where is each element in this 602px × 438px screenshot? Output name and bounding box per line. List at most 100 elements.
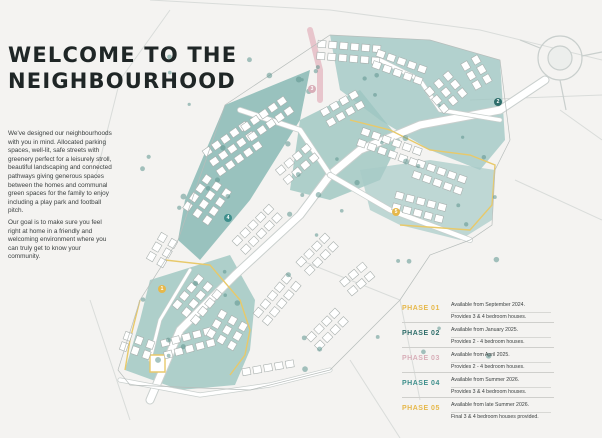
house [141, 349, 152, 361]
phase-row-02: PHASE 02 Available from January 2025. Pr… [402, 322, 554, 347]
tree [492, 195, 497, 199]
phase-availability-03: Available from April 2025. [451, 352, 510, 358]
tree [317, 346, 323, 352]
house [283, 105, 295, 117]
house-blocks [118, 39, 493, 377]
roundabout [519, 35, 602, 111]
house [216, 333, 228, 346]
tree [205, 185, 211, 191]
house [204, 297, 216, 309]
house [201, 146, 214, 158]
page-title: WELCOME TO THE NEIGHBOURHOOD [8, 42, 237, 94]
tree [396, 258, 401, 263]
house [303, 248, 315, 260]
house [316, 51, 326, 61]
house [396, 56, 407, 67]
house [184, 343, 195, 354]
tree [167, 70, 172, 75]
house-cluster [339, 261, 376, 297]
house [348, 89, 360, 101]
house [319, 248, 332, 261]
house [205, 327, 217, 340]
house [122, 330, 133, 342]
house [190, 314, 202, 326]
house [290, 280, 302, 293]
phase-label-02: PHASE 02 [402, 330, 440, 337]
house [171, 298, 183, 311]
house [197, 305, 209, 318]
pink-path [307, 27, 323, 103]
house [449, 78, 461, 91]
phase-houses-02: Provides 2 - 4 bedroom houses. [451, 337, 551, 345]
house [411, 170, 423, 181]
house [387, 149, 398, 160]
house [240, 120, 252, 133]
house [256, 124, 268, 136]
house [328, 40, 338, 50]
phase-row-03: PHASE 03 Available from April 2025. Prov… [402, 347, 554, 372]
house-cluster [411, 158, 468, 196]
house [191, 329, 203, 340]
house [481, 73, 493, 85]
house-cluster [118, 330, 156, 361]
house [329, 323, 342, 336]
tree [285, 141, 291, 147]
house-cluster [275, 143, 320, 185]
house [299, 159, 312, 171]
house [438, 102, 450, 115]
tree [180, 193, 187, 200]
map-badge-4: 4 [224, 214, 232, 222]
house [328, 307, 341, 320]
house [425, 162, 437, 173]
house [247, 235, 260, 248]
house [261, 314, 274, 326]
phase-label-04: PHASE 04 [402, 380, 440, 387]
house [252, 306, 265, 319]
tree [223, 293, 227, 297]
house [363, 270, 376, 283]
house [424, 85, 436, 98]
house [283, 157, 295, 169]
house [338, 53, 348, 63]
title-line-2: NEIGHBOURHOOD [8, 69, 236, 93]
house [406, 60, 418, 71]
house [385, 52, 397, 63]
house [411, 145, 423, 156]
house [133, 335, 145, 346]
tree [155, 356, 161, 363]
house [311, 240, 323, 252]
house [442, 70, 454, 82]
tree [375, 335, 380, 339]
tree [456, 203, 461, 208]
house [391, 138, 403, 149]
tree [220, 144, 226, 151]
phase-availability-05: Available from late Summer 2026. [451, 402, 530, 408]
house-cluster [319, 89, 366, 128]
tree [266, 72, 273, 79]
house [167, 237, 179, 250]
house [226, 339, 238, 352]
house [456, 173, 468, 185]
tree [335, 157, 339, 161]
house [300, 143, 312, 155]
house-cluster [371, 48, 428, 86]
house [156, 256, 168, 269]
house [432, 177, 443, 188]
house [214, 196, 226, 208]
house [173, 346, 184, 357]
phase-availability-04: Available from Summer 2026. [451, 377, 520, 383]
house [211, 288, 223, 301]
house [194, 289, 207, 302]
house [217, 149, 230, 161]
house [440, 86, 452, 98]
house [130, 345, 141, 357]
house [161, 247, 173, 259]
house [258, 108, 270, 120]
house [231, 234, 244, 247]
house [319, 106, 331, 118]
house [215, 165, 227, 177]
house [350, 42, 360, 52]
house [327, 52, 337, 62]
house [412, 208, 423, 218]
